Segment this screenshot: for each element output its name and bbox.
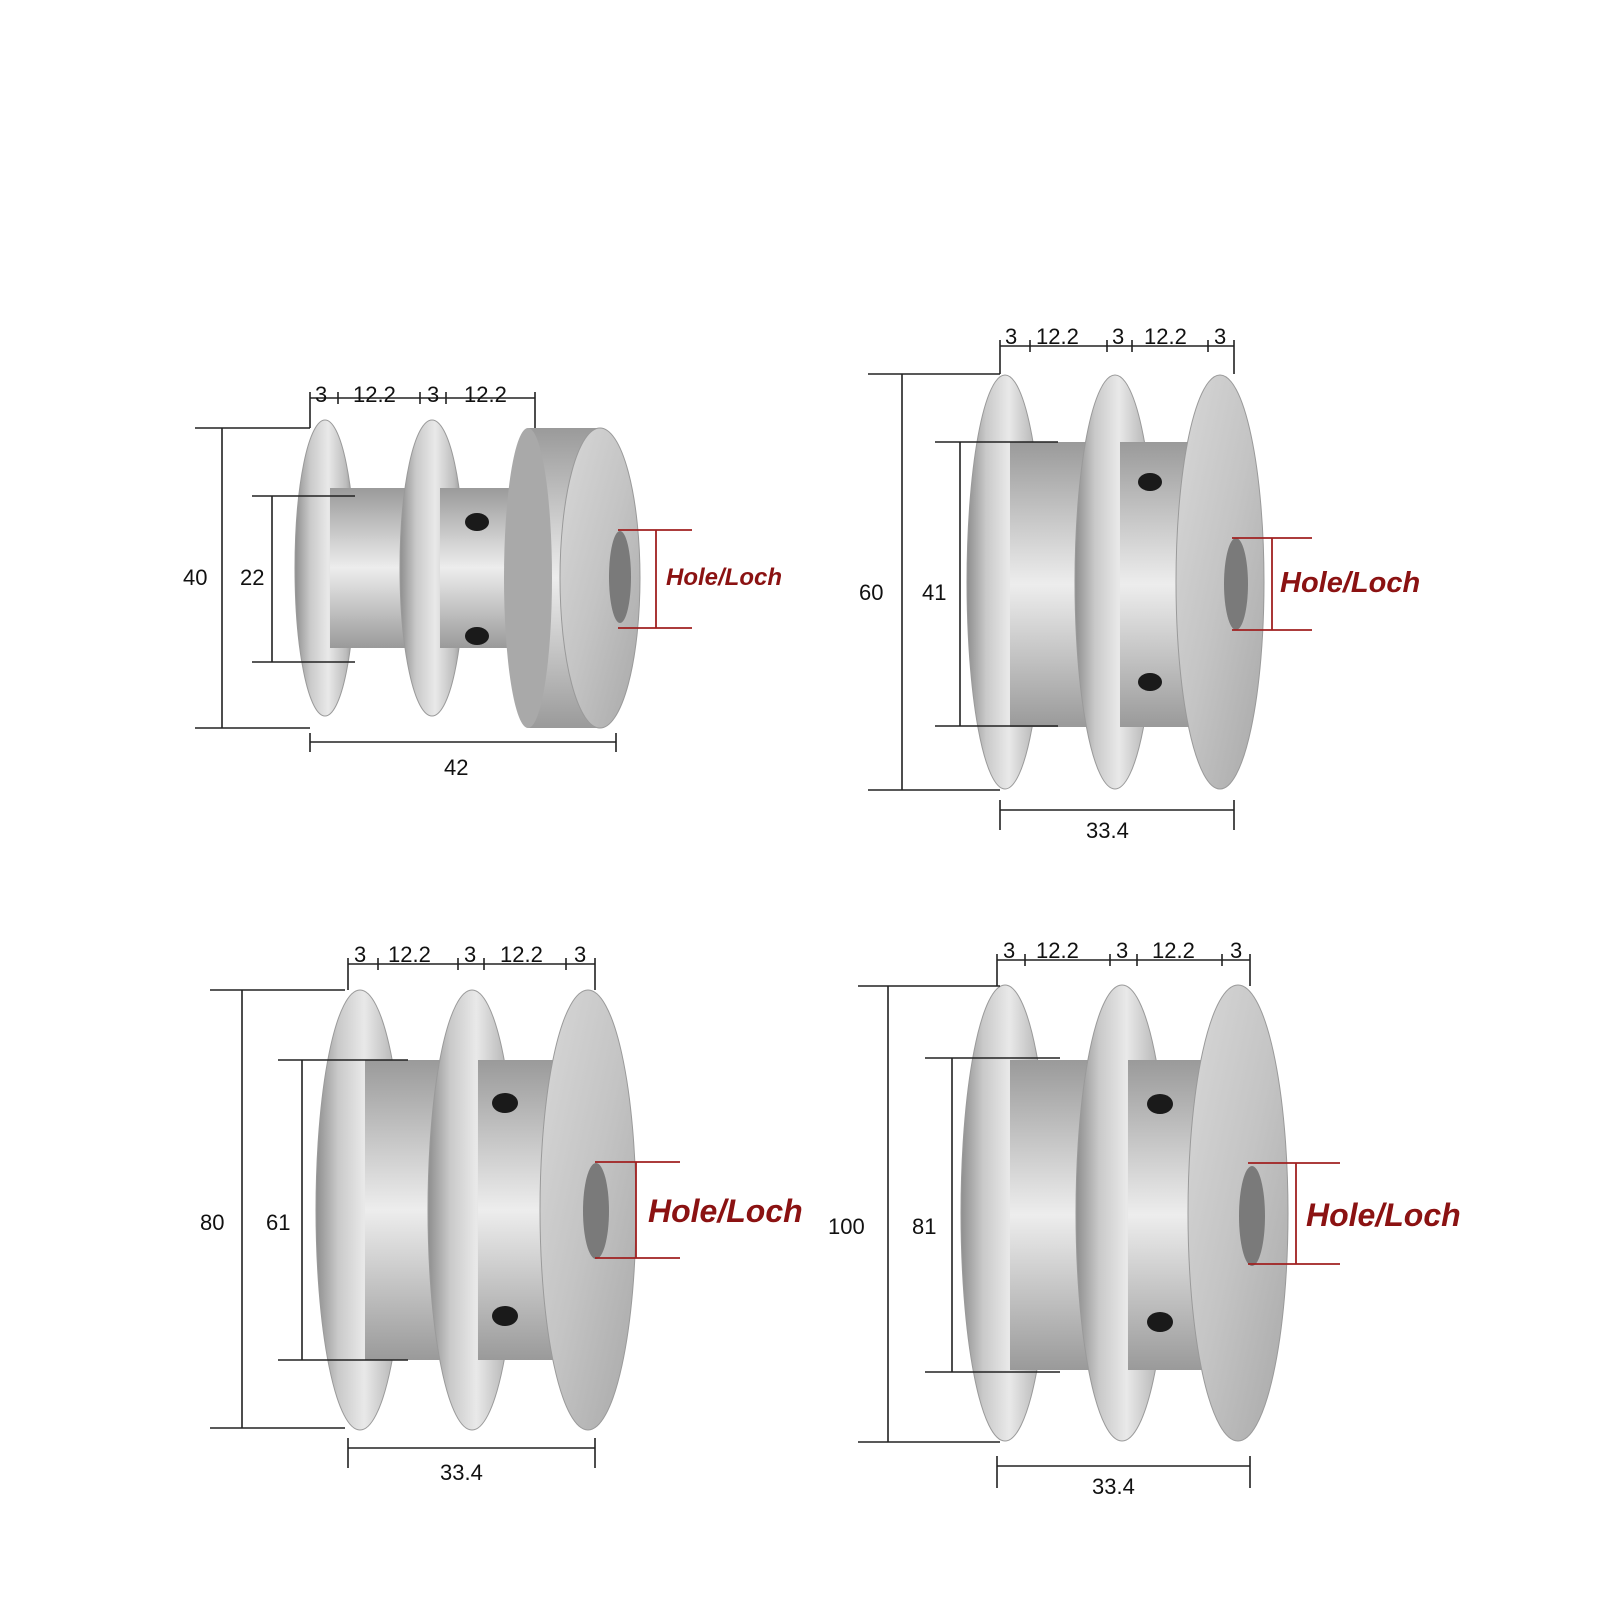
dimension-lines xyxy=(195,392,692,752)
outer-diameter-label: 40 xyxy=(183,565,207,590)
top-dim-label: 12.2 xyxy=(1036,938,1079,963)
outer-diameter-label: 80 xyxy=(200,1210,224,1235)
set-screw-icon xyxy=(492,1306,518,1326)
bore-hole xyxy=(1224,538,1248,630)
top-dim-label: 12.2 xyxy=(500,942,543,967)
groove-diameter-label: 41 xyxy=(922,580,946,605)
top-dim-label: 3 xyxy=(464,942,476,967)
top-dim-label: 12.2 xyxy=(1152,938,1195,963)
bore-hole xyxy=(583,1163,609,1259)
top-dim-label: 3 xyxy=(1112,324,1124,349)
bore-hole xyxy=(609,531,631,623)
set-screw-icon xyxy=(1138,673,1162,691)
top-dim-label: 12.2 xyxy=(1036,324,1079,349)
pulley-40: 40 22 42 3 12.2 3 12.2 Hole/Loch xyxy=(183,382,782,780)
set-screw-icon xyxy=(465,627,489,645)
top-dim-label: 3 xyxy=(427,382,439,407)
hole-label: Hole/Loch xyxy=(666,564,782,591)
hole-label: Hole/Loch xyxy=(648,1193,803,1229)
set-screw-icon xyxy=(1147,1312,1173,1332)
pulley-body xyxy=(966,374,1265,790)
set-screw-icon xyxy=(1147,1094,1173,1114)
pulley-80: 80 61 33.4 3 12.2 3 12.2 3 Hole/Loch xyxy=(200,942,803,1485)
top-dim-label: 3 xyxy=(354,942,366,967)
outer-diameter-label: 60 xyxy=(859,580,883,605)
dimension-lines xyxy=(868,340,1312,830)
set-screw-icon xyxy=(492,1093,518,1113)
set-screw-icon xyxy=(465,513,489,531)
top-dim-label: 3 xyxy=(1230,938,1242,963)
bore-hole xyxy=(1239,1166,1265,1266)
top-dim-label: 3 xyxy=(1116,938,1128,963)
dimension-lines xyxy=(858,954,1340,1488)
dimension-lines xyxy=(210,958,680,1468)
overall-width-label: 33.4 xyxy=(1086,818,1129,843)
top-dim-label: 3 xyxy=(1005,324,1017,349)
pulley-100: 100 81 33.4 3 12.2 3 12.2 3 Hole/Loch xyxy=(828,938,1461,1499)
top-dim-label: 12.2 xyxy=(1144,324,1187,349)
top-dim-label: 12.2 xyxy=(353,382,396,407)
top-dim-label: 3 xyxy=(1003,938,1015,963)
pulley-60: 60 41 33.4 3 12.2 3 12.2 3 Hole/Loch xyxy=(859,324,1420,843)
top-dim-label: 3 xyxy=(574,942,586,967)
groove-diameter-label: 81 xyxy=(912,1214,936,1239)
groove-diameter-label: 61 xyxy=(266,1210,290,1235)
top-dim-label: 3 xyxy=(315,382,327,407)
pulley-body xyxy=(294,419,641,729)
groove-diameter-label: 22 xyxy=(240,565,264,590)
pulley-body xyxy=(960,984,1289,1442)
overall-width-label: 33.4 xyxy=(1092,1474,1135,1499)
overall-width-label: 42 xyxy=(444,755,468,780)
set-screw-icon xyxy=(1138,473,1162,491)
top-dim-label: 12.2 xyxy=(464,382,507,407)
overall-width-label: 33.4 xyxy=(440,1460,483,1485)
outer-diameter-label: 100 xyxy=(828,1214,865,1239)
hole-label: Hole/Loch xyxy=(1280,567,1420,599)
top-dim-label: 3 xyxy=(1214,324,1226,349)
hole-label: Hole/Loch xyxy=(1306,1197,1461,1233)
top-dim-label: 12.2 xyxy=(388,942,431,967)
pulley-body xyxy=(315,989,637,1431)
